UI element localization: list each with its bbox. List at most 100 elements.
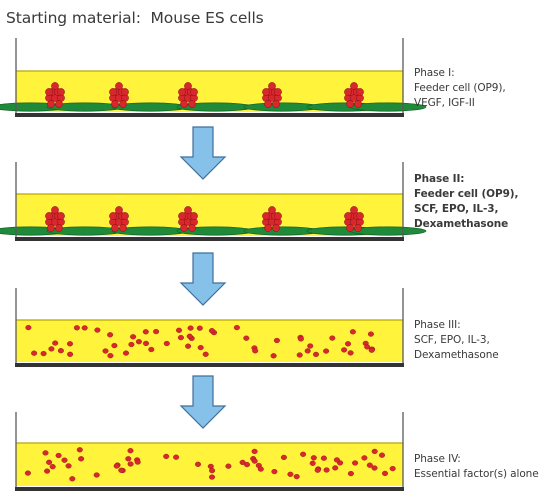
- phase-3-label: Phase III: SCF, EPO, IL-3, Dexamethasone: [414, 318, 499, 363]
- suspended-cell: [202, 351, 209, 357]
- suspended-cell: [314, 467, 321, 473]
- dish-base: [15, 113, 404, 117]
- suspended-cell: [207, 463, 214, 470]
- suspended-cell: [61, 457, 68, 463]
- es-cell: [55, 100, 63, 108]
- es-cell: [121, 212, 129, 220]
- phase-detail: Feeder cell (OP9),: [414, 188, 519, 200]
- suspended-cell: [243, 462, 250, 468]
- suspended-cell: [118, 467, 125, 473]
- suspended-cell: [81, 325, 88, 331]
- es-cell: [109, 212, 117, 220]
- es-cell: [184, 82, 192, 90]
- suspended-cell: [197, 345, 204, 351]
- es-cell: [57, 212, 65, 220]
- es-cell: [354, 224, 362, 232]
- phase-detail: Feeder cell (OP9),: [414, 82, 506, 94]
- suspended-cell: [65, 463, 72, 469]
- suspended-cell: [102, 348, 109, 354]
- es-cell: [274, 212, 282, 220]
- suspended-cell: [349, 329, 356, 335]
- suspended-cell: [107, 353, 114, 359]
- suspended-cell: [42, 450, 49, 456]
- es-cell: [111, 100, 119, 108]
- suspended-cell: [55, 452, 62, 459]
- suspended-cell: [76, 447, 83, 453]
- suspended-cell: [345, 341, 352, 347]
- suspended-cell: [304, 348, 311, 354]
- es-cell: [190, 212, 198, 220]
- es-cell-colony: [262, 206, 282, 232]
- suspended-cell: [347, 471, 354, 477]
- suspended-cell: [352, 460, 359, 466]
- suspended-cell: [134, 459, 141, 465]
- es-cell-colony: [262, 82, 282, 108]
- es-cell: [51, 206, 59, 214]
- es-cell: [264, 100, 272, 108]
- phase-detail: VEGF, IGF-II: [414, 97, 475, 109]
- suspended-cell: [175, 327, 182, 333]
- suspended-cell: [44, 468, 51, 474]
- suspended-cell: [57, 348, 64, 354]
- phase-4-dish: [15, 412, 404, 491]
- es-cell: [188, 100, 196, 108]
- suspended-cell: [194, 461, 201, 467]
- suspended-cell: [364, 344, 371, 350]
- phase-heading: Phase IV:: [414, 453, 461, 465]
- suspended-cell: [329, 335, 336, 341]
- suspended-cell: [307, 343, 314, 349]
- es-cell: [47, 224, 55, 232]
- suspended-cell: [52, 340, 59, 346]
- suspended-cell: [127, 461, 134, 467]
- suspended-cell: [366, 462, 373, 468]
- suspended-cell: [225, 463, 232, 469]
- suspended-cell: [287, 471, 294, 477]
- phase-3-dish: [15, 288, 404, 367]
- suspended-cell: [25, 325, 32, 331]
- es-cell: [190, 88, 198, 96]
- phase-4-label: Phase IV:Essential factor(s) alone: [414, 452, 539, 482]
- es-cell: [346, 100, 354, 108]
- dish-base: [15, 487, 404, 491]
- es-cell: [55, 224, 63, 232]
- es-cell: [264, 224, 272, 232]
- diagram-title: Starting material: Mouse ES cells: [6, 9, 264, 27]
- suspended-cell: [48, 346, 55, 352]
- es-cell: [262, 88, 270, 96]
- es-cell: [180, 100, 188, 108]
- es-cell: [272, 100, 280, 108]
- suspended-cell: [142, 340, 149, 347]
- es-cell: [350, 82, 358, 90]
- suspended-cell: [125, 456, 132, 462]
- es-cell: [344, 212, 352, 220]
- phase-detail: SCF, EPO, IL-3,: [414, 334, 490, 346]
- phase-heading: Phase III:: [414, 319, 461, 331]
- es-cell: [121, 88, 129, 96]
- phase-detail: SCF, EPO, IL-3,: [414, 203, 499, 215]
- suspended-cell: [49, 464, 56, 470]
- down-arrow-icon: [179, 126, 227, 180]
- phase-detail: Dexamethasone: [414, 349, 499, 361]
- suspended-cell: [173, 454, 180, 460]
- suspended-cell: [69, 476, 76, 482]
- suspended-cell: [368, 347, 375, 353]
- suspended-cell: [187, 325, 194, 331]
- suspended-cell: [113, 463, 120, 469]
- es-cell: [109, 88, 117, 96]
- es-cell-colony: [45, 82, 65, 108]
- suspended-cell: [389, 466, 396, 472]
- suspended-cell: [273, 337, 280, 344]
- suspended-cell: [148, 346, 155, 353]
- suspended-cell: [177, 335, 184, 341]
- suspended-cell: [297, 336, 304, 342]
- suspended-cell: [130, 334, 137, 340]
- down-arrow-icon: [179, 375, 227, 429]
- suspended-cell: [66, 341, 73, 347]
- suspended-cell: [233, 325, 240, 331]
- es-cell: [178, 212, 186, 220]
- phase-1-label: Phase I:Feeder cell (OP9),VEGF, IGF-II: [414, 66, 506, 111]
- suspended-cell: [310, 455, 317, 461]
- es-cell-colony: [344, 82, 364, 108]
- suspended-cell: [163, 453, 170, 460]
